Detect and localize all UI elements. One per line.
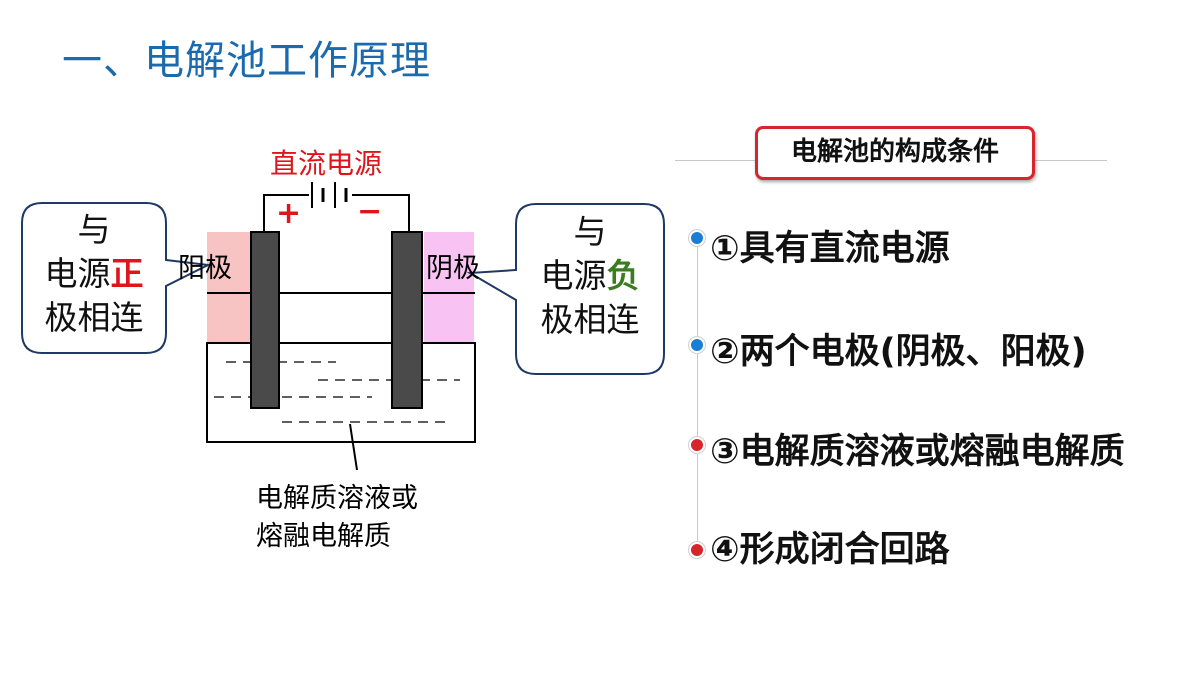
beaker-body — [206, 342, 476, 443]
cathode-highlight — [424, 232, 474, 343]
condition-item-2: ②两个电极(阴极、阳极) — [710, 332, 1087, 372]
condition-item-1: ①具有直流电源 — [710, 229, 950, 269]
right-wire — [352, 194, 410, 232]
cathode-label: 阴极 — [426, 253, 480, 284]
plus-sign: + — [276, 196, 302, 231]
power-source-label: 直流电源 — [270, 147, 383, 180]
electrolyte-label: 电解质溶液或 熔融电解质 — [256, 480, 418, 556]
right-bubble-line2: 电源负 — [516, 254, 664, 298]
timeline-line — [697, 236, 698, 554]
condition-dot-1 — [689, 230, 705, 246]
right-bubble-text: 与 电源负 极相连 — [516, 210, 664, 342]
battery-icon — [311, 182, 348, 208]
condition-dot-3 — [689, 437, 705, 453]
cathode-electrode — [391, 231, 423, 409]
solution-dashes — [214, 361, 460, 423]
electrolyte-pointer — [349, 423, 358, 471]
left-speech-bubble — [21, 202, 212, 354]
positive-emphasis: 正 — [110, 254, 144, 293]
minus-sign: − — [357, 194, 383, 229]
left-bubble-line2: 电源正 — [22, 252, 166, 296]
condition-dot-4 — [689, 542, 705, 558]
anode-electrode — [250, 231, 280, 409]
right-bubble-prefix: 电源 — [540, 256, 607, 295]
right-speech-bubble — [466, 203, 665, 375]
anode-label: 阳极 — [178, 253, 232, 284]
right-bubble-line3: 极相连 — [540, 300, 640, 339]
conditions-title: 电解池的构成条件 — [755, 126, 1035, 180]
condition-item-3: ③电解质溶液或熔融电解质 — [710, 432, 1125, 472]
left-bubble-prefix: 电源 — [44, 254, 111, 293]
electrolyte-label-line1: 电解质溶液或 — [256, 483, 418, 514]
electrolyte-label-line2: 熔融电解质 — [256, 521, 391, 552]
page-title: 一、电解池工作原理 — [62, 38, 431, 84]
condition-item-4: ④形成闭合回路 — [710, 530, 950, 570]
right-bubble-line1: 与 — [573, 212, 607, 251]
negative-emphasis: 负 — [606, 256, 640, 295]
left-bubble-line1: 与 — [77, 210, 111, 249]
left-bubble-text: 与 电源正 极相连 — [22, 208, 166, 340]
left-wire — [263, 194, 309, 232]
condition-dot-2 — [689, 337, 705, 353]
anode-highlight — [207, 232, 251, 343]
left-bubble-line3: 极相连 — [44, 298, 144, 337]
electrolysis-diagram — [21, 182, 665, 471]
